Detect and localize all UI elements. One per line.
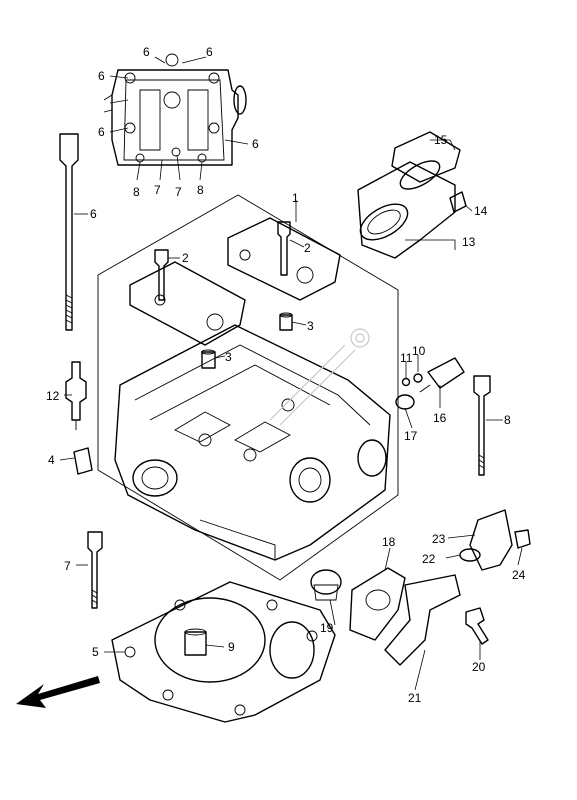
callout-6: 6 [98, 69, 105, 83]
callout-18: 18 [382, 535, 396, 549]
water-union-21 [384, 574, 461, 666]
washer-10 [413, 373, 423, 383]
callout-9: 9 [228, 640, 235, 654]
callout-17: 17 [404, 429, 418, 443]
bolt-2-right [277, 221, 291, 276]
bolt-2-left [154, 249, 169, 301]
callout-19: 19 [320, 621, 334, 635]
bolt-8-right [473, 375, 491, 476]
callout-22: 22 [422, 552, 436, 566]
callout-6: 6 [206, 45, 213, 59]
gasket-5 [111, 581, 336, 723]
callout-4: 4 [48, 453, 55, 467]
thermostat-housing-18 [349, 567, 406, 641]
callout-2: 2 [304, 241, 311, 255]
callout-6: 6 [90, 207, 97, 221]
bolt-7-lower [87, 531, 103, 609]
callout-8: 8 [504, 413, 511, 427]
thermostat-19 [310, 569, 342, 601]
callout-11: 11 [400, 351, 413, 365]
camshaft-holder-rear [227, 217, 341, 301]
callout-2: 2 [182, 251, 189, 265]
bracket-23 [469, 509, 513, 571]
callout-12: 12 [46, 389, 60, 403]
intake-pipe-13 [357, 160, 456, 259]
dowel-pin-3-upper [279, 312, 293, 331]
callout-20: 20 [472, 660, 486, 674]
callout-5: 5 [92, 645, 99, 659]
screw-24 [514, 529, 531, 549]
leader-lines [59, 56, 523, 691]
callout-23: 23 [432, 532, 446, 546]
callout-6: 6 [143, 45, 150, 59]
callout-3: 3 [225, 350, 232, 364]
callout-labels: 6 6 6 6 6 6 8 7 7 8 1 2 2 3 3 12 4 15 14… [46, 45, 526, 705]
dowel-pin-9 [184, 628, 207, 656]
callout-13: 13 [462, 235, 476, 249]
seal-22 [459, 548, 481, 562]
bolt-20 [465, 607, 489, 645]
callout-6: 6 [98, 125, 105, 139]
callout-14: 14 [474, 204, 488, 218]
callout-24: 24 [512, 568, 526, 582]
cylinder-head [114, 324, 391, 561]
camshaft-holder-front [129, 261, 246, 346]
long-bolt-6 [59, 133, 79, 331]
callout-8: 8 [197, 183, 204, 197]
spark-plug-12 [65, 361, 87, 430]
front-arrow-icon [16, 676, 100, 708]
screw-14 [449, 191, 467, 213]
cylinder-head-top-view [103, 53, 247, 166]
dowel-pin-3-lower [201, 349, 216, 369]
callout-8: 8 [133, 185, 140, 199]
gear-watermark-icon [269, 328, 370, 426]
sensor-16 [419, 357, 465, 393]
callout-7: 7 [64, 559, 71, 573]
cylinder-head-assembly-box [97, 194, 399, 581]
clamp-15 [391, 131, 461, 183]
callout-21: 21 [408, 691, 422, 705]
washer-11 [401, 377, 411, 387]
callout-16: 16 [433, 411, 447, 425]
callout-3: 3 [307, 319, 314, 333]
callout-7: 7 [154, 183, 161, 197]
callout-15: 15 [434, 133, 448, 147]
guide-4 [73, 447, 93, 475]
callout-1: 1 [292, 191, 299, 205]
callout-6: 6 [252, 137, 259, 151]
callout-10: 10 [412, 344, 426, 358]
callout-7: 7 [175, 185, 182, 199]
o-ring-17 [395, 394, 415, 410]
